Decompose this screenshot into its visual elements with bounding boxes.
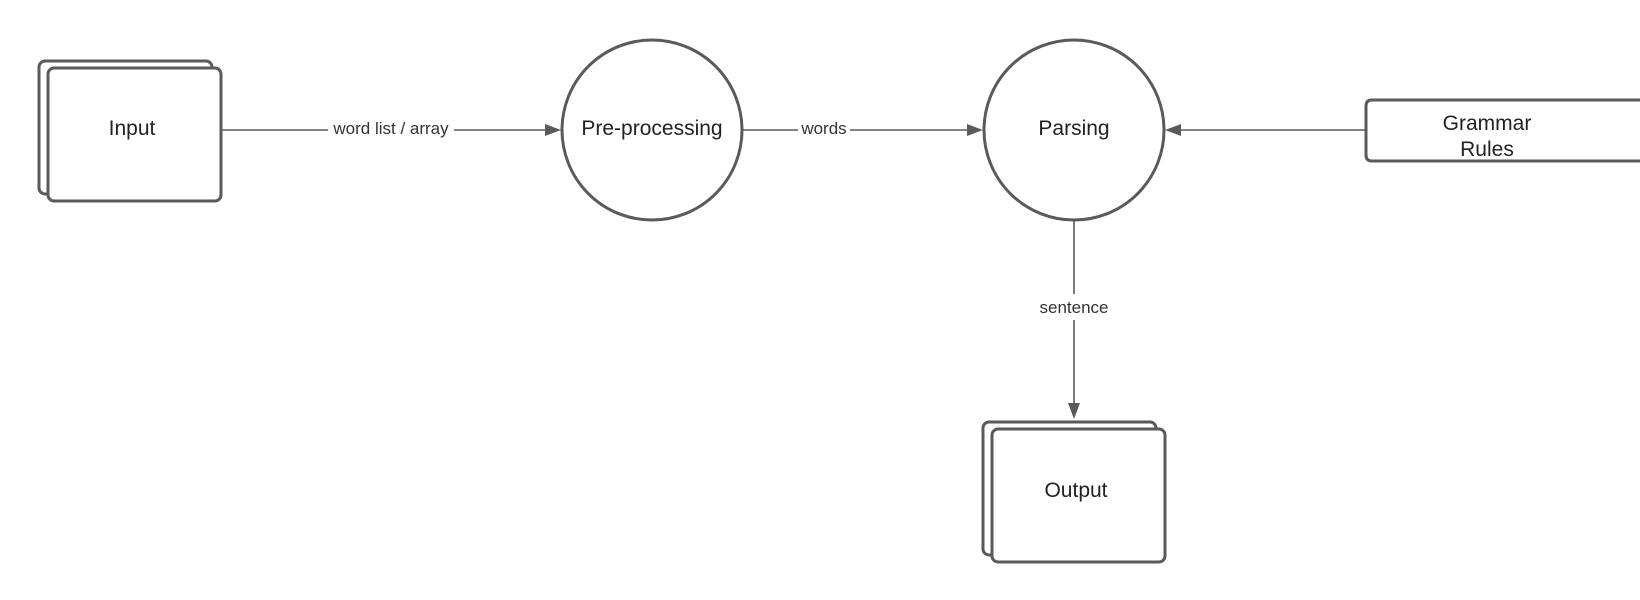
node-grammar-rules-label-line2: Rules: [1460, 138, 1514, 161]
node-grammar-rules[interactable]: Grammar Rules: [1364, 98, 1640, 163]
node-parsing-label: Parsing: [1038, 117, 1109, 140]
edge-label-word-list: word list / array: [332, 119, 449, 138]
node-parsing[interactable]: Parsing: [982, 38, 1166, 222]
edge-preprocessing-to-parsing: words: [743, 117, 983, 141]
node-input[interactable]: Input: [37, 59, 223, 203]
document-stack-front: [46, 66, 223, 203]
edge-label-words: words: [800, 119, 846, 138]
arrowhead: [1068, 403, 1080, 419]
arrowhead: [967, 124, 983, 136]
edge-grammar-to-parsing: [1165, 124, 1366, 136]
node-grammar-rules-label-line1: Grammar: [1443, 112, 1532, 135]
edge-input-to-preprocessing: word list / array: [222, 117, 561, 141]
node-preprocessing-label: Pre-processing: [581, 117, 722, 140]
node-input-label: Input: [109, 117, 156, 140]
node-output-label: Output: [1044, 479, 1107, 502]
node-output[interactable]: Output: [981, 420, 1167, 564]
document-stack-front: [990, 427, 1167, 564]
edge-parsing-to-output: sentence: [1034, 221, 1114, 419]
arrowhead: [1165, 124, 1181, 136]
arrowhead: [545, 124, 561, 136]
edge-label-sentence: sentence: [1040, 298, 1109, 317]
node-preprocessing[interactable]: Pre-processing: [560, 38, 744, 222]
data-store-shape: [1364, 98, 1640, 163]
